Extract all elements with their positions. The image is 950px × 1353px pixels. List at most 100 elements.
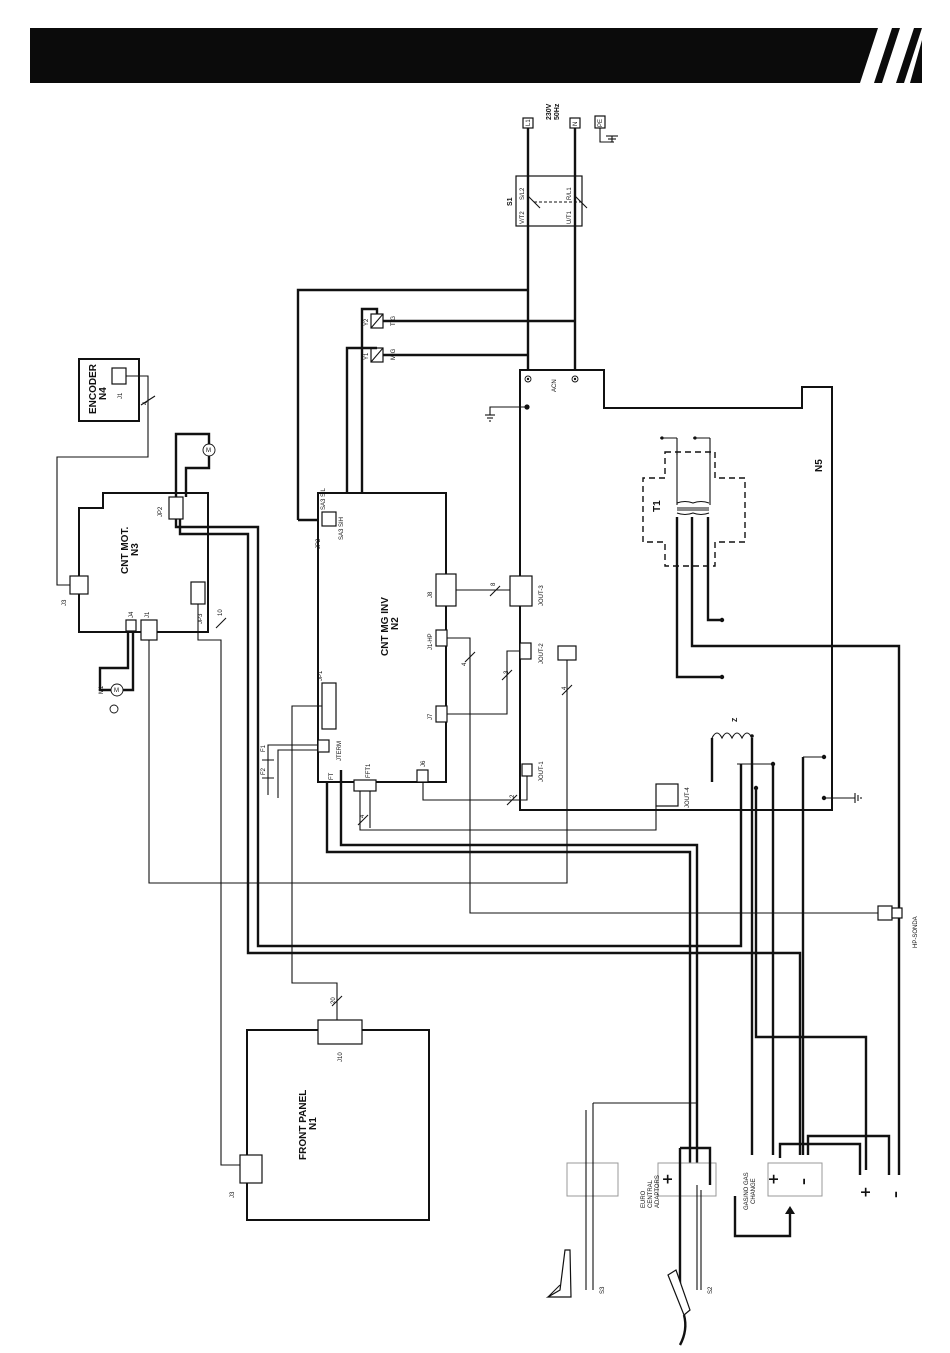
gas-minus-symbol: –	[796, 1178, 812, 1185]
cnt-mg-jp2-label: JP2	[316, 538, 322, 549]
jout2-connector	[519, 642, 532, 660]
wire-output-plus	[754, 788, 868, 1170]
output-minus-symbol: –	[888, 1191, 904, 1198]
acn-label: ACN	[552, 379, 558, 392]
wire-j8-count: 8	[491, 582, 497, 586]
wire-j6-count: 2	[510, 794, 516, 798]
cnt-mg-j6-connector	[416, 769, 429, 783]
wire-j7-jout2	[447, 650, 520, 715]
switch-s1-label: S1	[507, 197, 514, 206]
wire-output-c	[806, 1134, 891, 1175]
cnt-mg-j7-label: J7	[428, 713, 434, 720]
switch-s1-pin-ut1: U/T1	[567, 210, 573, 224]
pe-ground-icon	[599, 128, 618, 143]
wire-j6-jout1	[422, 776, 528, 801]
cnt-mot-j3-label: J3	[62, 599, 68, 606]
wire-j1hp-count: 4	[462, 662, 468, 666]
wire-jp1-j10	[291, 705, 338, 1020]
euro-adaptor-box: EURO CENTRAL ADAPTORS +	[641, 1146, 717, 1290]
switch-s1-pin-vt2: V/T2	[520, 211, 526, 224]
cnt-mg-sa3-sih-label: SA3 SIH	[339, 517, 345, 540]
cnt-mg-inv-board-n2: CNT MG INV N2 JP2 SA3 SIL SA3 SIH JP1 JT…	[316, 487, 457, 792]
wire-fft1-jout4	[359, 791, 657, 831]
jout4-label: JOUT-4	[685, 787, 691, 808]
cnt-mg-jterm-label: JTERM	[337, 741, 343, 761]
jout2-label: JOUT-2	[539, 643, 545, 664]
switch-s1-pin-rl1: R/L1	[567, 187, 573, 200]
transformer-t1-label: T1	[652, 500, 663, 512]
front-panel-j3-label: J3	[230, 1191, 236, 1198]
wire-jout2-count: 4	[562, 686, 568, 690]
cnt-mg-sa3-sil-label: SA3 SIL	[321, 487, 327, 510]
cnt-mg-j1hp-label: J1-HP	[428, 633, 434, 650]
svg-text:M: M	[206, 448, 211, 454]
jout3-label: JOUT-3	[539, 585, 545, 606]
cnt-mot-jp3-connector	[190, 581, 206, 605]
cnt-mot-jp2-connector	[168, 496, 184, 520]
front-panel-label: FRONT PANEL	[298, 1090, 309, 1160]
s2-label: S2	[708, 1286, 714, 1294]
motor-m1-icon: M M1	[98, 631, 135, 714]
jout4-connector	[655, 783, 679, 807]
front-panel-j10-label: J10	[338, 1052, 344, 1062]
terminal-pe-label: PE	[598, 119, 604, 127]
adaptors-label: ADAPTORS	[655, 1175, 661, 1208]
wire-jp2-loop-a	[174, 519, 743, 948]
cnt-mg-id-label: N2	[390, 617, 401, 630]
cnt-mg-j6-label: J6	[421, 760, 427, 767]
encoder-j1-label: J1	[118, 392, 124, 399]
supply-voltage-label: 230V	[546, 103, 553, 120]
relay-y1-label: Y1	[364, 352, 370, 360]
cnt-mg-fft1-connector	[353, 779, 377, 792]
wire-jout2b-j1	[148, 640, 568, 884]
ground-icon-output	[824, 793, 862, 803]
header-stripes	[860, 28, 922, 83]
wire-j7-count: 3	[504, 670, 510, 674]
cnt-mot-j4-label: J4	[129, 611, 135, 618]
welding-torch-icon: S2	[667, 1269, 714, 1346]
gas-change-arrow	[733, 1196, 792, 1238]
wire-jp3-j3	[197, 604, 240, 1166]
gas-change-box: GAS/NO GAS CHANGE + –	[733, 1162, 823, 1238]
gas-no-gas-label: GAS/NO GAS	[744, 1172, 750, 1210]
s3-label: S3	[600, 1286, 606, 1294]
ground-icon-n5	[485, 406, 527, 422]
wire-jp3-count: 10	[218, 609, 224, 616]
front-panel-j10-connector	[317, 1019, 363, 1045]
relay-y2-label: Y2	[364, 318, 370, 326]
cnt-mg-label: CNT MG INV	[380, 597, 391, 656]
power-board-n5: N5 ACN	[485, 369, 833, 811]
hp-sonda-connector: HP-SONDA	[877, 905, 919, 948]
wire-jp2-l1	[296, 288, 528, 522]
wire-fft1-count: 4	[360, 814, 366, 818]
cnt-mg-ft-label: FT	[329, 772, 335, 780]
cnt-mot-j4-connector	[125, 619, 137, 632]
cnt-mot-jp2-label: JP2	[158, 506, 164, 517]
cnt-mot-j1-label: J1	[145, 611, 151, 618]
cnt-mot-jp3-label: JP3	[198, 613, 204, 624]
fuse-f2-label: F2	[261, 767, 267, 775]
s3-adaptor-box	[566, 1102, 697, 1290]
cnt-mg-jp1-connector	[321, 682, 337, 730]
encoder-id-label: N4	[98, 387, 109, 400]
central-label: CENTRAL	[648, 1179, 654, 1208]
hp-sonda-label: HP-SONDA	[913, 916, 919, 948]
wire-output-d	[778, 1142, 862, 1175]
fuse-f1-f2: F1 F2	[261, 744, 318, 798]
cnt-mg-fft1-label: FFT1	[366, 763, 372, 778]
front-panel-id-label: N1	[308, 1117, 319, 1130]
wire-ft-euro	[325, 782, 692, 1185]
cnt-mg-jp2-connector	[321, 511, 337, 527]
front-panel-j3-connector	[239, 1154, 263, 1184]
cnt-mg-j8-connector	[435, 573, 457, 607]
jout1-connector	[521, 763, 533, 777]
cnt-mot-j3-connector	[69, 575, 89, 595]
jout2b-connector	[557, 645, 577, 661]
svg-text:M: M	[114, 688, 119, 694]
wire-y1-jp2	[345, 346, 377, 500]
header-bar	[30, 28, 922, 83]
wire-j1hp-sonda	[447, 637, 880, 914]
cnt-mot-board-n3: CNT MOT. N3 JP2 J3 J4 J1 JP3	[62, 492, 209, 641]
switch-s1-pin-sl2: S/L2	[520, 187, 526, 200]
